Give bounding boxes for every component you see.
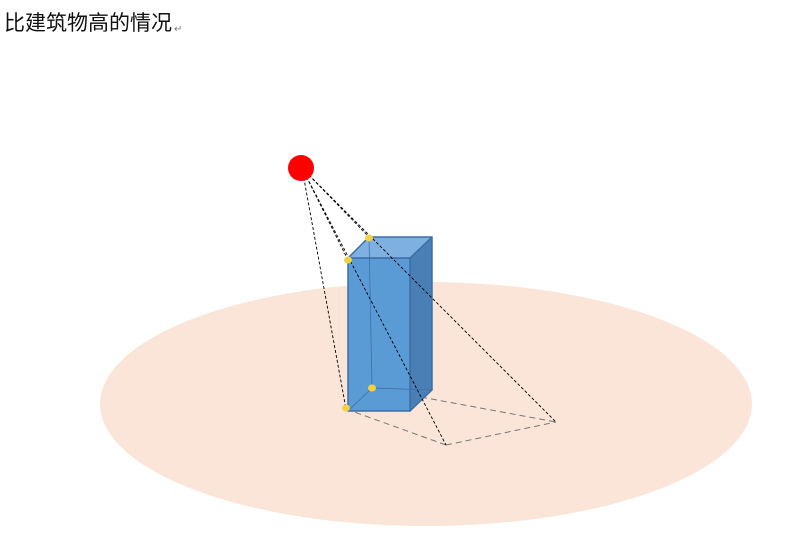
- light-ray: [301, 167, 447, 446]
- hidden-edge: [347, 387, 373, 412]
- light-source: [288, 155, 314, 181]
- light-ray: [301, 167, 370, 238]
- ground-ellipse: [100, 282, 752, 526]
- shadow-edge: [445, 421, 557, 446]
- shadow-edge: [345, 408, 447, 446]
- heading-text: 比建筑物高的情况: [4, 11, 172, 35]
- hidden-edge: [368, 236, 373, 389]
- building-hidden-edges: [347, 236, 433, 412]
- light-rays: [301, 167, 557, 446]
- vertex-marker: [368, 384, 376, 392]
- paragraph-mark: ↵: [174, 24, 183, 35]
- hidden-edge: [371, 387, 433, 391]
- building-side-face: [409, 236, 433, 412]
- document-heading: 比建筑物高的情况↵: [4, 9, 182, 44]
- building-box: [347, 236, 433, 412]
- vertex-marker: [365, 234, 373, 242]
- light-ray: [301, 167, 347, 410]
- vertex-markers: [342, 234, 376, 412]
- vertex-marker: [342, 404, 350, 412]
- vertex-marker: [344, 256, 352, 264]
- light-ray: [301, 167, 349, 261]
